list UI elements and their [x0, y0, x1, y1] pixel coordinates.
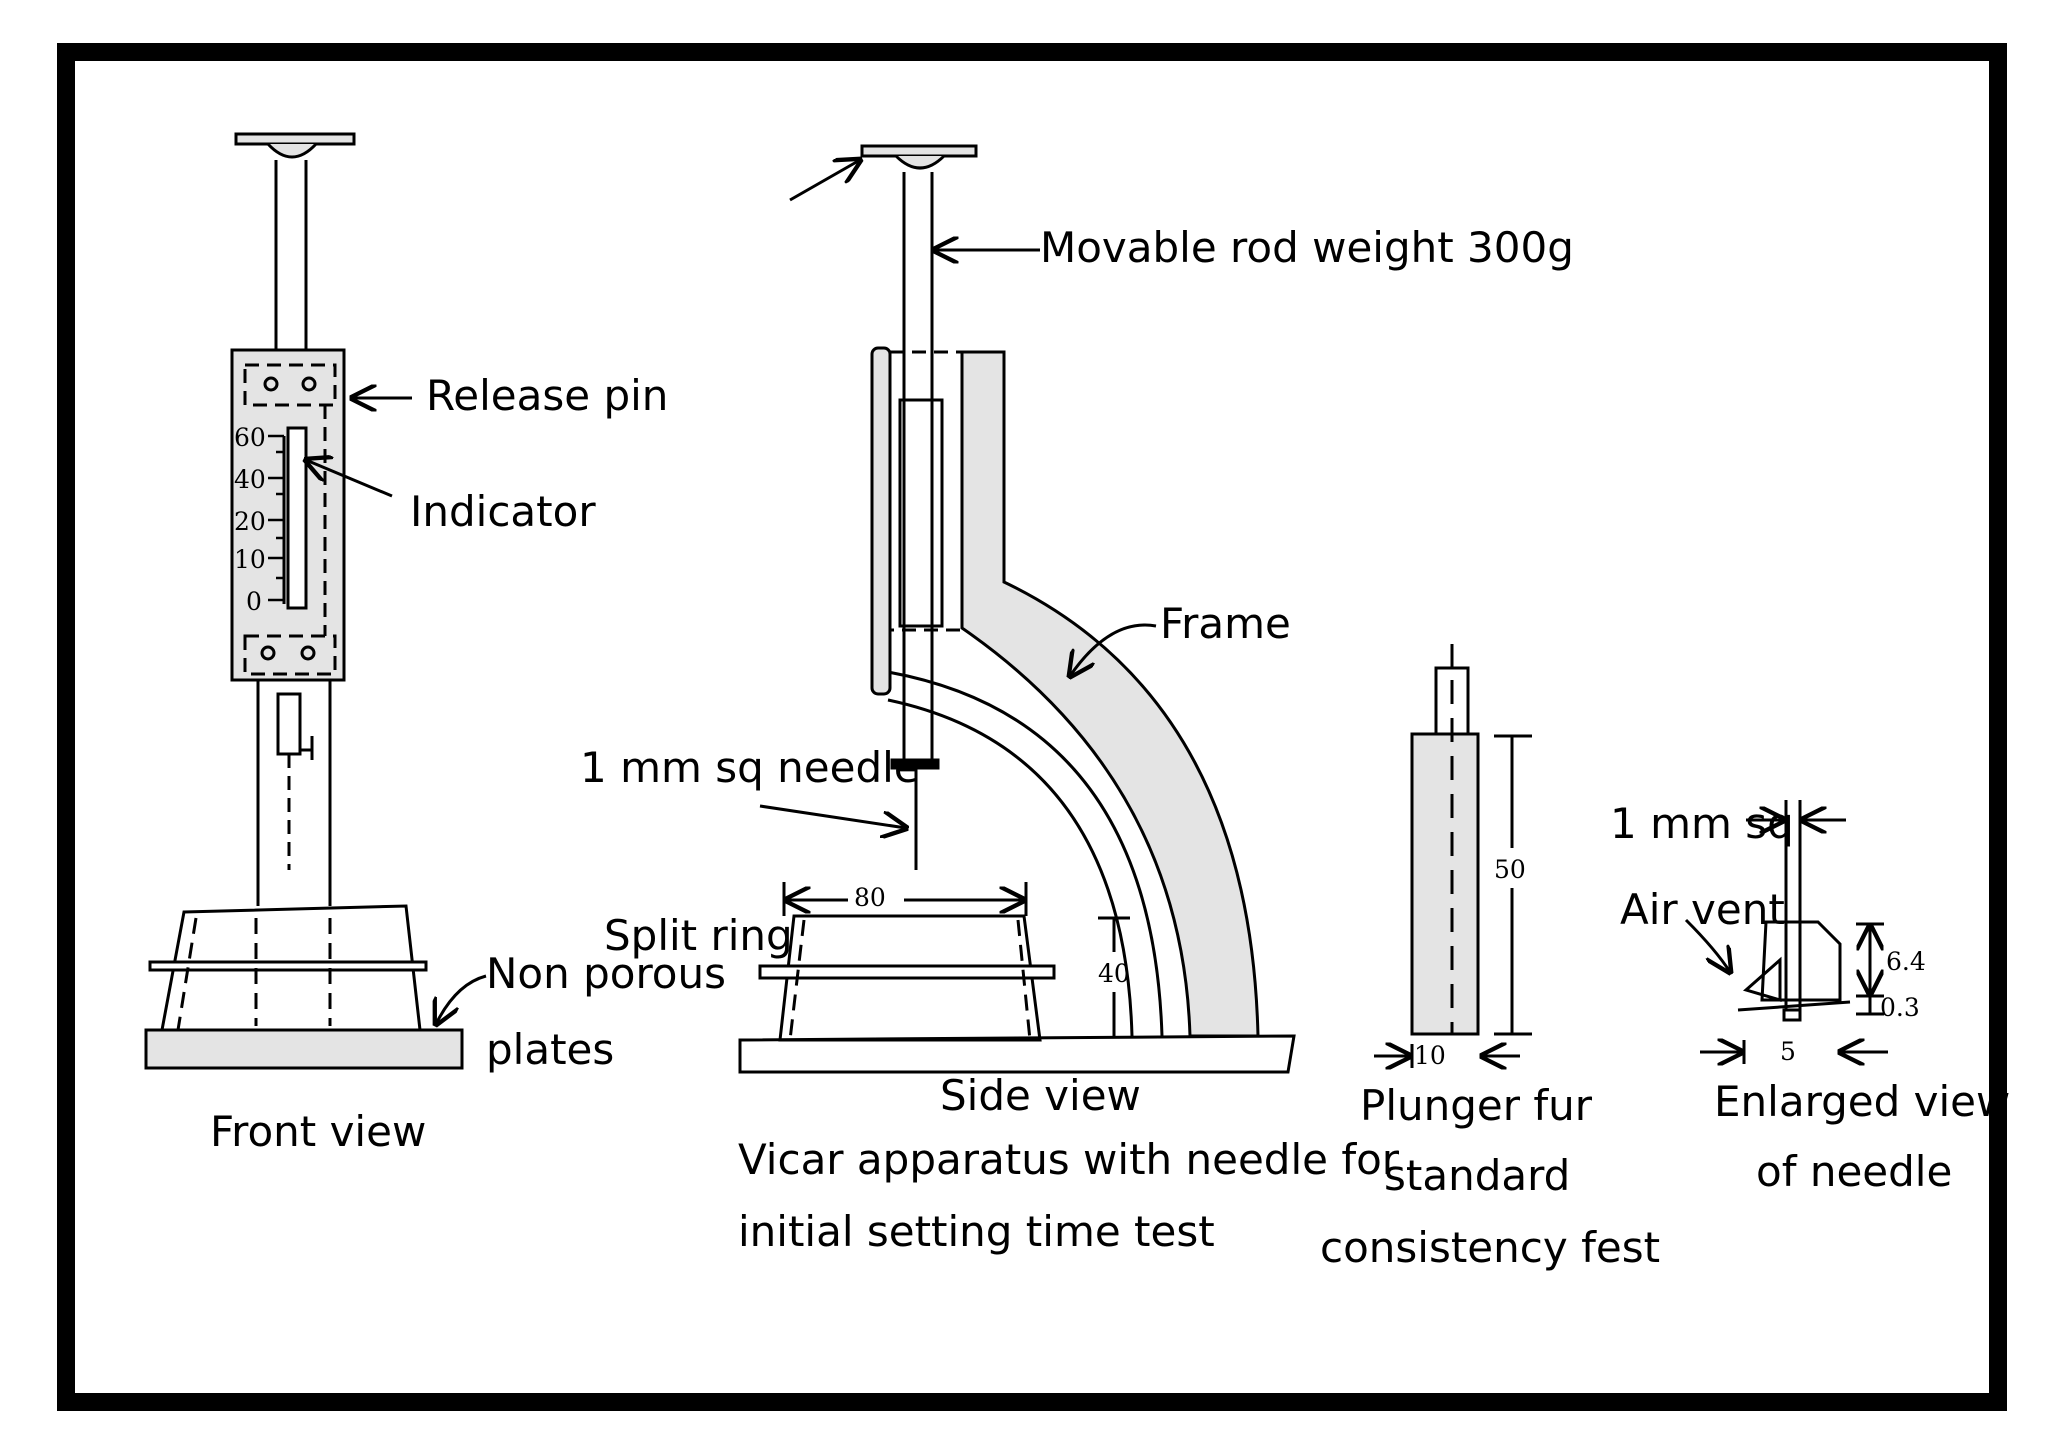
- non-porous-leader: [436, 974, 487, 1024]
- front-mould-ring: [148, 960, 428, 972]
- dim-5: 5: [1780, 1037, 1796, 1066]
- air-vent-label: Air vent: [1620, 885, 1785, 934]
- front-view: [144, 132, 487, 1070]
- release-pin-label: Release pin: [426, 371, 668, 420]
- scale-mark: 20: [234, 507, 266, 536]
- dim-40: 40: [1098, 959, 1130, 988]
- dim-50: 50: [1494, 855, 1526, 884]
- outer-border: [57, 43, 2007, 1411]
- side-guide-box: [888, 350, 964, 632]
- movable-rod-label: Movable rod weight 300g: [1040, 223, 1574, 272]
- side-cap-dome: [894, 154, 946, 170]
- split-ring-label: Split ring: [604, 911, 793, 960]
- side-slide-plate: [870, 346, 892, 696]
- front-view-caption: Front view: [210, 1107, 426, 1156]
- side-mould-ring: [758, 964, 1056, 980]
- scale-ticks: [268, 434, 284, 602]
- needle-head: [1760, 920, 1842, 1002]
- plunger-body: [1410, 732, 1480, 1036]
- dim-10: 10: [1414, 1041, 1446, 1070]
- needle-tip: [1782, 1008, 1802, 1022]
- release-pin-hole: [260, 645, 276, 661]
- indicator-label: Indicator: [410, 487, 596, 536]
- side-inner-slot: [898, 398, 944, 628]
- indicator-bar: [286, 426, 308, 610]
- needle-caption-2: of needle: [1756, 1147, 1952, 1196]
- side-view-caption: Side view: [940, 1071, 1141, 1120]
- plunger-caption-1: Plunger fur: [1360, 1081, 1593, 1130]
- plunger-caption-3: consistency fest: [1320, 1223, 1660, 1272]
- needle-detail: [1684, 800, 1888, 1064]
- cap-arrow: [789, 160, 860, 202]
- front-scale-labels: 60 40 20 10 0: [234, 423, 266, 616]
- frame-leader: [1070, 623, 1157, 676]
- frame-label: Frame: [1160, 599, 1291, 648]
- non-porous-label: Non porous: [486, 949, 726, 998]
- release-pin-hole: [300, 645, 316, 661]
- front-top-cap: [234, 132, 356, 146]
- scale-mark: 0: [246, 587, 262, 616]
- needle-label: 1 mm sq needle: [580, 743, 920, 792]
- release-pin-bottom: [243, 634, 337, 676]
- air-vent: [1742, 956, 1782, 1003]
- scale-mark: 10: [234, 545, 266, 574]
- frame-arch: [887, 670, 1164, 1037]
- side-view-title-2: initial setting time test: [738, 1207, 1215, 1256]
- needle-leader: [759, 804, 906, 828]
- frame-arch-inner: [887, 698, 1134, 1037]
- needle-size-label: 1 mm sq: [1610, 799, 1794, 848]
- needle-caption-1: Enlarged view: [1714, 1077, 2010, 1126]
- side-view: [738, 144, 1296, 1074]
- scale-mark: 60: [234, 423, 266, 452]
- release-pin-top: [243, 363, 337, 407]
- dim-6-4: 6.4: [1886, 947, 1926, 976]
- front-cap-dome: [266, 142, 318, 159]
- non-porous-plate: [144, 1028, 464, 1070]
- side-mould: [778, 914, 1042, 1042]
- needle-foot: [1737, 1000, 1851, 1012]
- dim-80: 80: [854, 883, 886, 912]
- air-vent-leader: [1684, 918, 1730, 972]
- plunger: [1374, 644, 1532, 1068]
- release-pin-hole: [301, 376, 317, 392]
- plunger-caption-2: standard: [1384, 1151, 1570, 1200]
- mould-dash: [176, 917, 198, 1031]
- side-base: [738, 1034, 1296, 1074]
- dim-0-3: 0.3: [1880, 993, 1920, 1022]
- plates-label: plates: [486, 1025, 614, 1074]
- side-mould-dash: [1016, 919, 1032, 1041]
- side-view-title-1: Vicar apparatus with needle for: [738, 1135, 1400, 1184]
- indicator-leader: [306, 460, 393, 498]
- release-pin-hole: [263, 376, 279, 392]
- side-mould-dash: [788, 919, 806, 1041]
- scale-mark: 40: [234, 465, 266, 494]
- side-top-cap: [860, 144, 978, 158]
